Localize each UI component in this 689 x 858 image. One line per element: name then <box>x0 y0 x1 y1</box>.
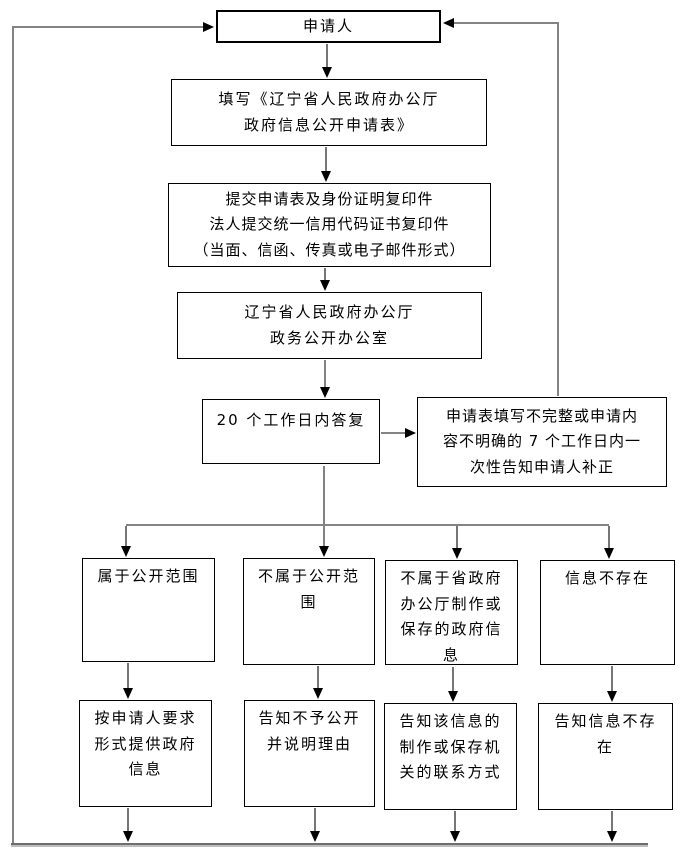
node-branch-info-not-exist: 信息不存在 <box>540 560 675 665</box>
node-submit-materials: 提交申请表及身份证明复印件 法人提交统一信用代码证书复印件 （当面、信函、传真或… <box>168 183 491 267</box>
node-disclosure-office: 辽宁省人民政府办公厅 政务公开办公室 <box>177 292 482 359</box>
node-supplement-notice-label: 申请表填写不完整或申请内 容不明确的 7 个工作日内一 次性告知申请人补正 <box>442 406 642 476</box>
node-outcome-provide-info-label: 按申请人要求 形式提供政府 信息 <box>94 709 197 778</box>
node-branch-info-not-exist-label: 信息不存在 <box>564 569 650 587</box>
node-branch-not-within-scope-label: 不属于公开范 围 <box>257 567 360 611</box>
node-branch-within-scope: 属于公开范围 <box>82 558 215 662</box>
node-fill-form: 填写《辽宁省人民政府办公厅 政府信息公开申请表》 <box>171 79 487 146</box>
node-reply-20-workdays-label: 20 个工作日内答复 <box>216 411 366 429</box>
arrow-bottomrail-to-applicant <box>12 22 214 843</box>
arrow-supplement-to-applicant <box>443 18 559 396</box>
node-branch-within-scope-label: 属于公开范围 <box>97 567 200 585</box>
node-outcome-provide-contact: 告知该信息的 制作或保存机 关的联系方式 <box>384 703 517 810</box>
node-submit-materials-label: 提交申请表及身份证明复印件 法人提交统一信用代码证书复印件 （当面、信函、传真或… <box>193 189 466 259</box>
node-outcome-refuse-with-reason-label: 告知不予公开 并说明理由 <box>258 709 361 753</box>
node-outcome-refuse-with-reason: 告知不予公开 并说明理由 <box>244 700 375 807</box>
node-outcome-provide-contact-label: 告知该信息的 制作或保存机 关的联系方式 <box>399 712 502 781</box>
node-outcome-inform-not-exist-label: 告知信息不存 在 <box>554 712 657 756</box>
node-branch-not-held-info: 不属于省政府 办公厅制作或 保存的政府信 息 <box>385 560 518 665</box>
node-outcome-provide-info: 按申请人要求 形式提供政府 信息 <box>79 700 212 807</box>
node-disclosure-office-label: 辽宁省人民政府办公厅 政务公开办公室 <box>244 303 415 347</box>
node-outcome-inform-not-exist: 告知信息不存 在 <box>538 703 673 810</box>
node-applicant: 申请人 <box>216 10 441 43</box>
node-supplement-notice: 申请表填写不完整或申请内 容不明确的 7 个工作日内一 次性告知申请人补正 <box>417 397 667 487</box>
node-fill-form-label: 填写《辽宁省人民政府办公厅 政府信息公开申请表》 <box>218 90 440 134</box>
node-branch-not-within-scope: 不属于公开范 围 <box>243 558 375 665</box>
node-applicant-label: 申请人 <box>302 16 354 35</box>
node-reply-20-workdays: 20 个工作日内答复 <box>202 399 380 464</box>
node-branch-not-held-info-label: 不属于省政府 办公厅制作或 保存的政府信 息 <box>400 569 503 664</box>
